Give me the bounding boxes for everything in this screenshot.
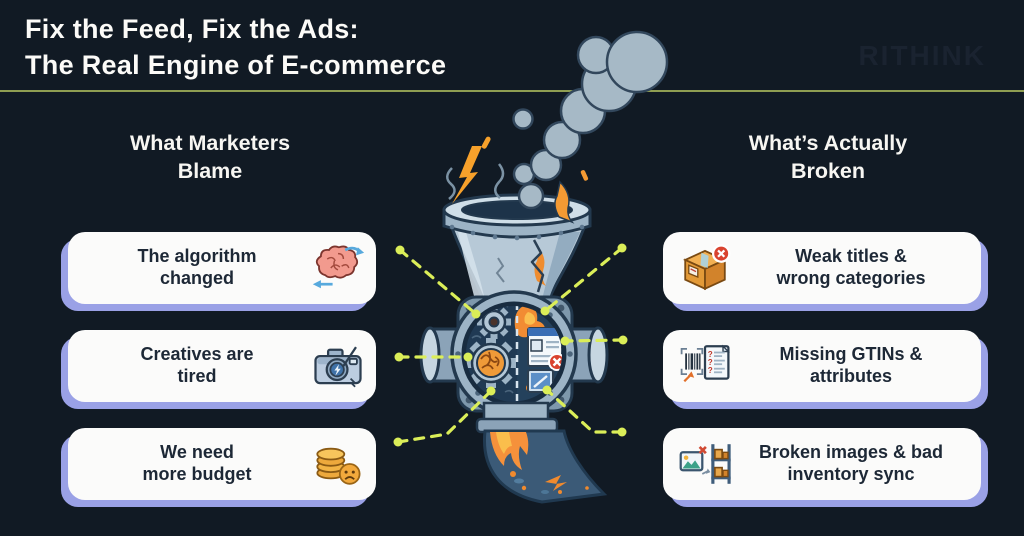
card-label: We need more budget [142, 442, 252, 484]
smoke-plume [512, 30, 669, 210]
camera-icon [310, 338, 366, 394]
card-label: Missing GTINs & attributes [779, 344, 923, 386]
broken-chart-doc-icon [527, 369, 554, 393]
card-weak-titles: Weak titles & wrong categories [663, 232, 981, 304]
tangled-gear-icon [466, 338, 516, 388]
connector-lines [396, 246, 625, 444]
rejected-doc-icon [527, 327, 562, 371]
connector-right-1 [543, 246, 624, 313]
brain-icon [310, 240, 366, 296]
card-label: Weak titles & wrong categories [776, 246, 926, 288]
coins-sad-face-icon [310, 436, 366, 492]
card-label: Broken images & bad inventory sync [758, 442, 944, 484]
connector-dots [393, 243, 628, 447]
flaming-output-spout [475, 401, 608, 504]
card-creatives-tired: Creatives are tired [68, 330, 376, 402]
connector-left-3 [396, 389, 493, 444]
card-missing-gtins: ??? Missing GTINs & attributes [663, 330, 981, 402]
small-gear-icon [477, 306, 511, 339]
title-line-1: Fix the Feed, Fix the Ads: [25, 14, 359, 44]
card-more-budget: We need more budget [68, 428, 376, 500]
svg-text:?: ? [708, 366, 713, 375]
title-line-2: The Real Engine of E-commerce [25, 49, 447, 80]
connector-right-3 [545, 388, 624, 434]
svg-text:?: ? [708, 358, 713, 367]
spout-flame [490, 432, 529, 470]
brand-watermark: RITHINK [858, 40, 986, 71]
interior-flame [514, 306, 546, 340]
connector-left-1 [398, 248, 478, 316]
funnel-rim [442, 193, 592, 241]
rim-flames [554, 170, 589, 224]
page-title: Fix the Feed, Fix the Ads: The Real Engin… [25, 12, 446, 84]
title-divider [0, 90, 1024, 92]
funnel-cone-shape [449, 226, 587, 304]
box-error-icon [677, 240, 733, 296]
right-pipe [564, 327, 602, 383]
lightning-bolt-icon [452, 136, 491, 204]
card-label: Creatives are tired [140, 344, 254, 386]
card-label: The algorithm changed [137, 246, 257, 288]
card-algorithm-changed: The algorithm changed [68, 232, 376, 304]
left-pipe [426, 327, 464, 383]
broken-image-shelf-icon [677, 436, 733, 492]
connector-right-2 [563, 338, 625, 343]
chamber-mount [419, 295, 609, 413]
smoke-squiggles [446, 163, 505, 200]
right-column-heading: What’s Actually Broken [748, 131, 908, 183]
svg-text:?: ? [708, 350, 713, 359]
card-broken-images: Broken images & bad inventory sync [663, 428, 981, 500]
left-column-heading: What Marketers Blame [129, 131, 291, 183]
barcode-document-icon: ??? [677, 338, 733, 394]
gear-chamber [450, 290, 578, 418]
